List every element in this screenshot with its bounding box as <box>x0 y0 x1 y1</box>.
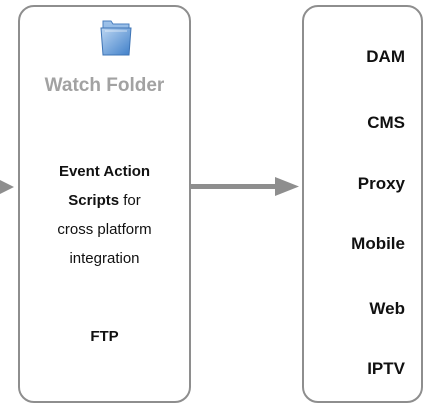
target-iptv: IPTV <box>367 359 405 378</box>
watch-folder-box: Watch Folder Event Action Scripts for cr… <box>18 5 191 403</box>
target-web: Web <box>369 299 405 318</box>
targets-box: DAM CMS Proxy Mobile Web IPTV <box>302 5 423 403</box>
target-proxy: Proxy <box>357 174 405 193</box>
description-line-2: Scripts for <box>20 186 189 215</box>
incoming-arrow <box>0 180 14 194</box>
connector-arrow <box>191 177 299 196</box>
integration-description: Event Action Scripts for cross platform … <box>20 157 189 273</box>
ftp-label: FTP <box>90 328 119 345</box>
folder-icon <box>100 20 132 56</box>
description-line-1: Event Action <box>58 163 151 180</box>
scripts-text: Scripts <box>68 192 120 209</box>
for-text: for <box>119 192 141 209</box>
description-line-3: cross platform <box>57 221 152 238</box>
target-dam: DAM <box>366 47 405 66</box>
description-line-4: integration <box>69 250 140 267</box>
watch-folder-label: Watch Folder <box>44 75 165 96</box>
target-cms: CMS <box>367 113 405 132</box>
target-mobile: Mobile <box>351 234 405 253</box>
